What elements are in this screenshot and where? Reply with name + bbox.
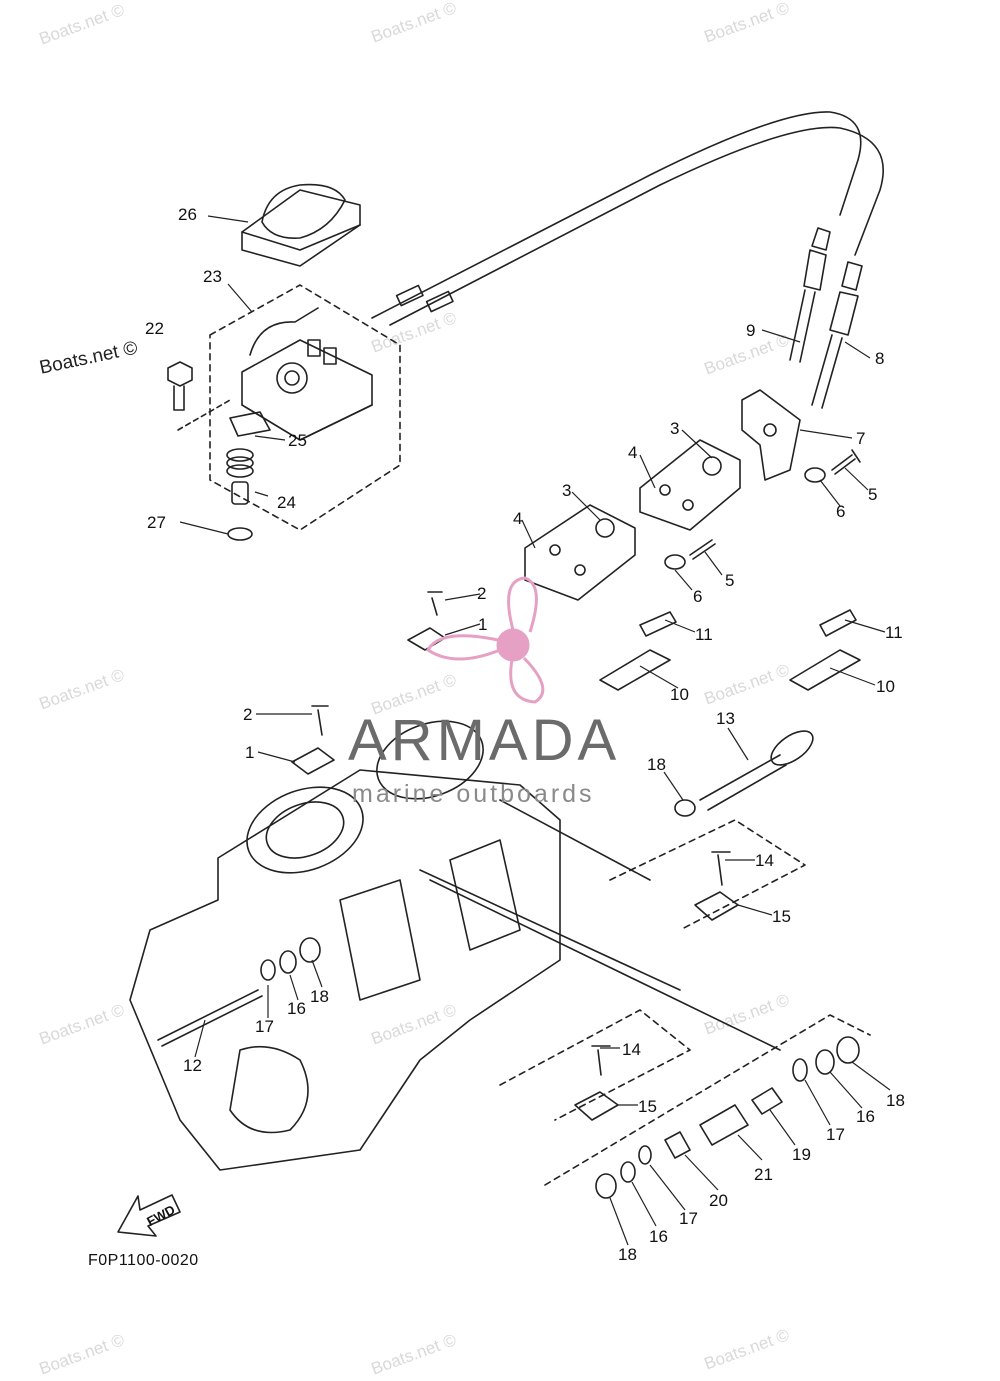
callout: 22 xyxy=(145,319,164,338)
callout: 1 xyxy=(478,615,488,634)
callout: 15 xyxy=(638,1097,657,1116)
callout: 26 xyxy=(178,205,197,224)
bolt-22 xyxy=(167,361,193,411)
callout: 11 xyxy=(695,625,713,644)
brand-tagline: marine outboards xyxy=(352,780,595,808)
callout: 21 xyxy=(754,1165,773,1184)
brand-name: ARMADA xyxy=(348,708,621,773)
engine-block xyxy=(129,720,561,1171)
callout: 10 xyxy=(670,685,689,704)
callout: 23 xyxy=(203,267,222,286)
callout: 25 xyxy=(288,431,307,450)
throttle-cables xyxy=(371,111,884,409)
callout: 14 xyxy=(755,851,774,870)
callout: 17 xyxy=(255,1017,274,1036)
callout: 13 xyxy=(716,709,735,728)
callout: 18 xyxy=(886,1091,905,1110)
callout: 16 xyxy=(856,1107,875,1126)
callout: 18 xyxy=(618,1245,637,1264)
callout: 4 xyxy=(628,443,638,462)
assembly-box-23 xyxy=(209,284,401,531)
solenoid-23 xyxy=(229,307,373,441)
callout: 27 xyxy=(147,513,166,532)
callout: 12 xyxy=(183,1056,202,1075)
callout: 11 xyxy=(885,623,903,642)
callout: 14 xyxy=(622,1040,641,1059)
callout: 20 xyxy=(709,1191,728,1210)
callout: 17 xyxy=(826,1125,845,1144)
cover-plate-lower xyxy=(524,504,636,601)
callout: 2 xyxy=(243,705,253,724)
callout: 4 xyxy=(513,509,523,528)
callout: 6 xyxy=(836,502,846,521)
figure-code: F0P1100-0020 xyxy=(88,1252,199,1269)
callout: 7 xyxy=(856,429,866,448)
callout: 16 xyxy=(649,1227,668,1246)
brand-logo xyxy=(426,576,545,704)
callout: 9 xyxy=(746,321,756,340)
fwd-arrow xyxy=(117,1194,181,1237)
callout: 2 xyxy=(477,584,487,603)
callout: 5 xyxy=(725,571,735,590)
callout: 18 xyxy=(647,755,666,774)
callout: 8 xyxy=(875,349,885,368)
callout: 6 xyxy=(693,587,703,606)
callout: 1 xyxy=(245,743,255,762)
callout: 10 xyxy=(876,677,895,696)
callout: 15 xyxy=(772,907,791,926)
callout: 24 xyxy=(277,493,296,512)
callout: 18 xyxy=(310,987,329,1006)
bracket-7 xyxy=(741,389,801,481)
callout: 16 xyxy=(287,999,306,1018)
callout: 3 xyxy=(670,419,680,438)
cover-plate-upper xyxy=(639,439,741,531)
callout: 19 xyxy=(792,1145,811,1164)
callout: 17 xyxy=(679,1209,698,1228)
cover-26 xyxy=(241,183,361,267)
callout: 5 xyxy=(868,485,878,504)
callout: 3 xyxy=(562,481,572,500)
